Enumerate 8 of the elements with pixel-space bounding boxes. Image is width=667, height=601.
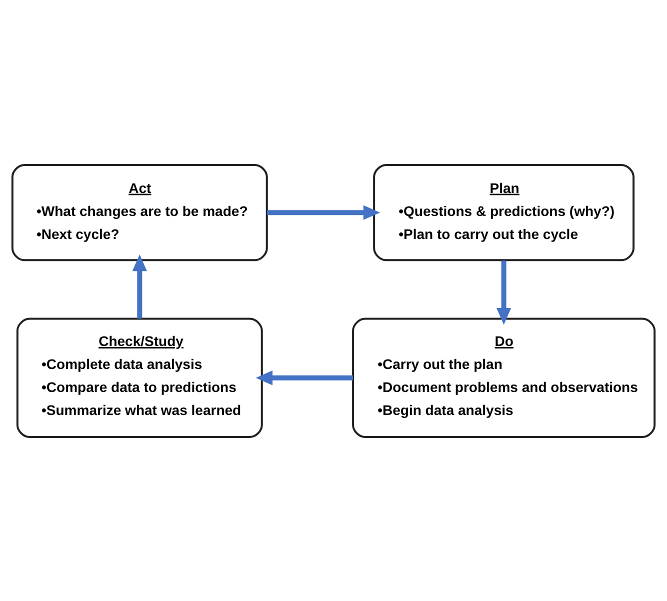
arrow — [496, 260, 512, 324]
node-box: Check/Study •Complete data analysis •Compare data to predictions •Summarize what was learned — [16, 317, 263, 438]
arrow — [132, 254, 147, 318]
node-box: Plan •Questions & predictions (why?) •Plan to carry out the cycle — [373, 164, 635, 261]
arrow — [256, 370, 354, 385]
node-box: Do •Carry out the plan •Document problems and observations •Begin data analysis — [352, 317, 656, 438]
arrow — [267, 204, 380, 220]
node-box: Act •What changes are to be made? •Next cycle? — [11, 164, 268, 261]
